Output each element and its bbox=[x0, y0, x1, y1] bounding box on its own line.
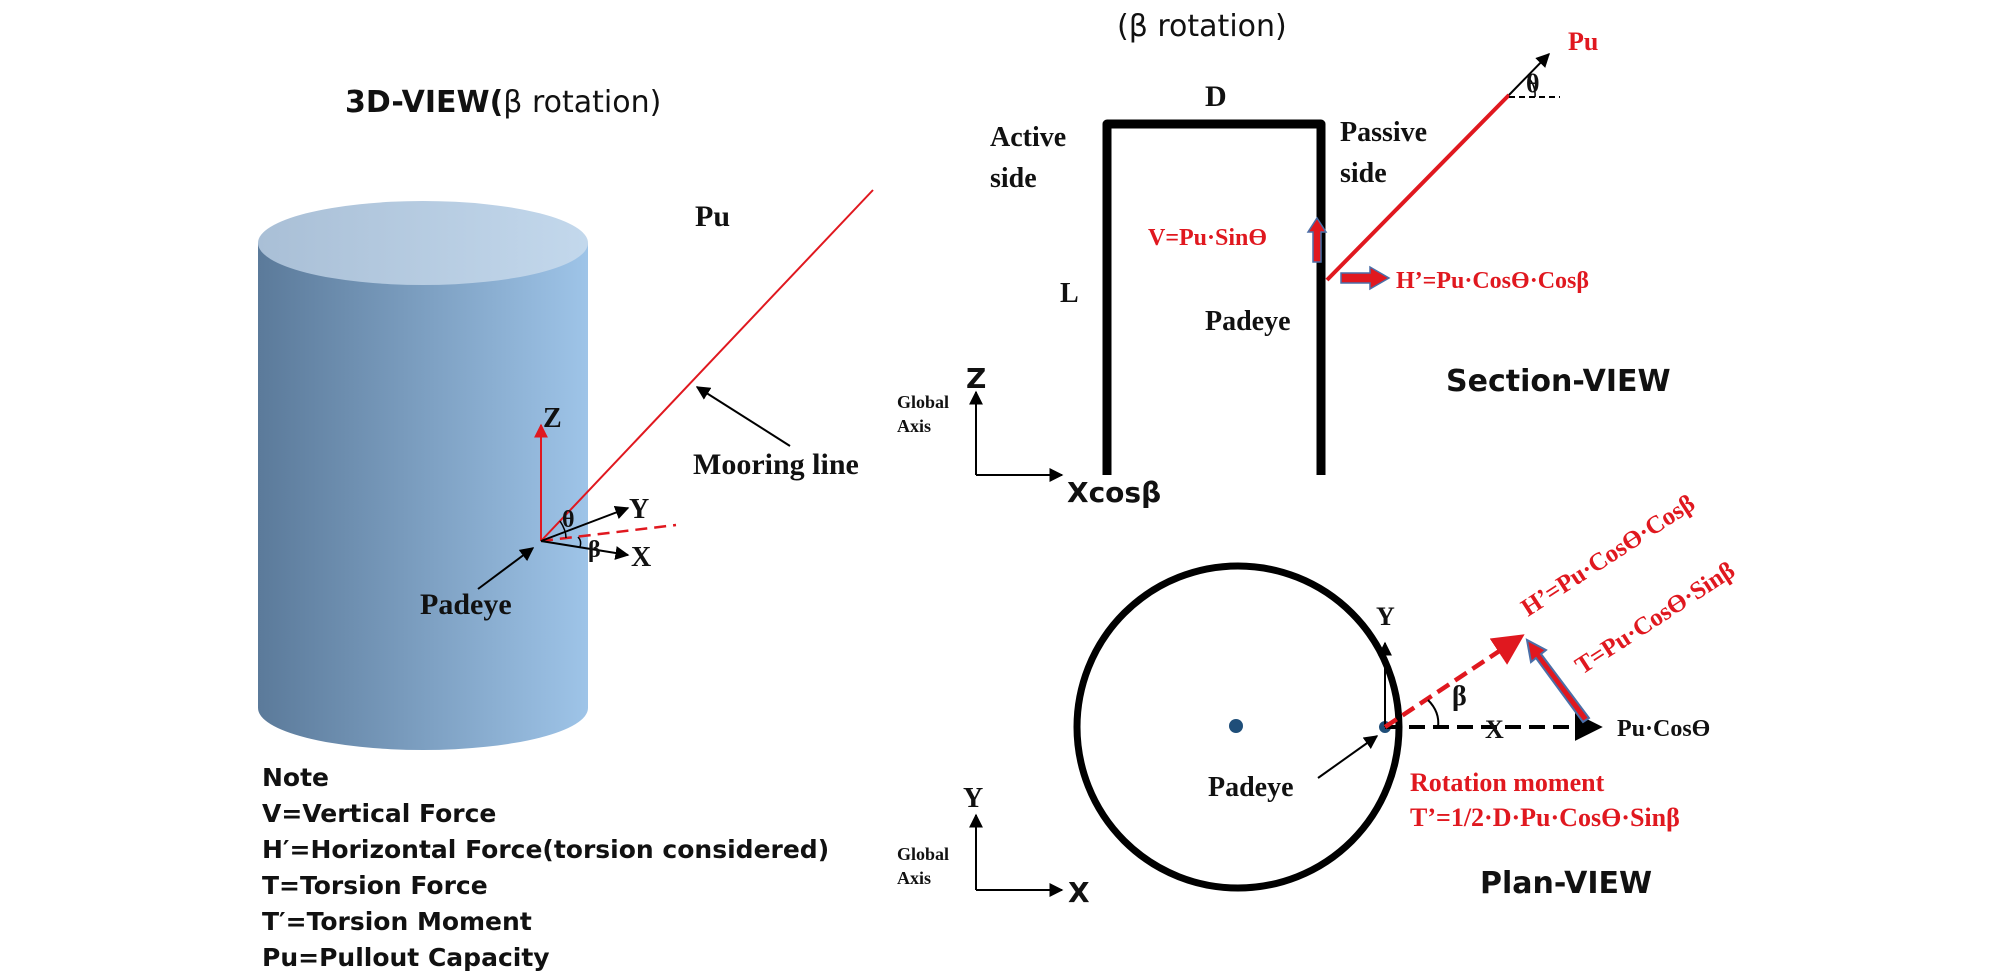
t-force-arrow bbox=[1525, 638, 1591, 724]
note-line: H′=Horizontal Force(torsion considered) bbox=[262, 835, 830, 864]
section-global-axis-label: Global Axis bbox=[897, 392, 954, 436]
mooring-pointer-arrow bbox=[695, 386, 791, 447]
caisson-cylinder bbox=[258, 201, 588, 750]
x-label-3d: X bbox=[631, 542, 651, 573]
h-force-label: H’=Pu·Cosϴ·Cosβ bbox=[1396, 268, 1589, 294]
note-legend: Note V=Vertical Force H′=Horizontal Forc… bbox=[262, 760, 829, 976]
y-axis-3d bbox=[540, 505, 630, 542]
padeye-label-3d: Padeye bbox=[420, 588, 512, 621]
padeye-pointer-arrow-3d bbox=[477, 547, 535, 590]
note-line: T=Torsion Force bbox=[262, 871, 488, 900]
section-pu-line bbox=[1325, 93, 1511, 282]
passive-side-label: Passive side bbox=[1340, 117, 1434, 189]
x-dashed-projection bbox=[540, 523, 677, 543]
section-padeye-label: Padeye bbox=[1205, 306, 1291, 337]
plan-beta-arc bbox=[1427, 699, 1440, 728]
beta-label-3d: β bbox=[588, 537, 601, 563]
pu-label: Pu bbox=[695, 200, 730, 233]
section-l-label: L bbox=[1060, 278, 1079, 309]
section-pu-arrow bbox=[1508, 52, 1550, 96]
plan-padeye-label: Padeye bbox=[1208, 772, 1294, 803]
plan-center-dot bbox=[1229, 719, 1243, 733]
plan-global-axis-label: Global Axis bbox=[897, 844, 954, 888]
theta-arc-section bbox=[1527, 76, 1536, 98]
section-theta-label: θ bbox=[1526, 69, 1540, 98]
rotation-moment-label: Rotation moment bbox=[1410, 768, 1605, 797]
z-label-3d: Z bbox=[543, 403, 562, 434]
v-force-label: V=Pu·Sinϴ bbox=[1148, 225, 1267, 251]
note-line: Pu=Pullout Capacity bbox=[262, 943, 550, 972]
theta-label-3d: θ bbox=[562, 507, 575, 533]
plan-local-x-label: X bbox=[1485, 715, 1504, 744]
plan-global-y-label: Y bbox=[963, 783, 983, 814]
section-view-title: Section-VIEW bbox=[1446, 364, 1671, 399]
section-global-x-label: Xcosβ bbox=[1067, 476, 1161, 509]
plan-h-dashed-arrow bbox=[1383, 634, 1525, 729]
note-heading: Note bbox=[262, 763, 330, 792]
view-3d: 3D-VIEW(β rotation) Pu Mooring line Z Y … bbox=[258, 85, 874, 750]
x-axis-3d bbox=[540, 540, 630, 560]
active-side-label: Active side bbox=[990, 122, 1073, 194]
h-force-arrow bbox=[1340, 265, 1391, 291]
plan-view-title: Plan-VIEW bbox=[1480, 866, 1652, 901]
theta-arc-3d bbox=[559, 520, 567, 539]
section-global-z-label: Z bbox=[966, 362, 986, 395]
plan-global-x-label: X bbox=[1068, 876, 1090, 909]
caisson-section-outline bbox=[1102, 119, 1326, 475]
beta-arc-3d bbox=[577, 536, 582, 548]
section-d-label: D bbox=[1205, 80, 1227, 113]
plan-padeye-pointer-arrow bbox=[1317, 735, 1379, 779]
section-header: (β rotation) bbox=[1117, 9, 1287, 44]
y-label-3d: Y bbox=[629, 494, 649, 525]
mooring-line-label: Mooring line bbox=[693, 448, 859, 481]
note-line: V=Vertical Force bbox=[262, 799, 497, 828]
rotation-moment-formula: T’=1/2·D·Pu·Cosϴ·Sinβ bbox=[1410, 803, 1680, 832]
plan-beta-label: β bbox=[1452, 681, 1467, 712]
note-line: T′=Torsion Moment bbox=[262, 907, 532, 936]
section-pu-label: Pu bbox=[1568, 27, 1598, 56]
mooring-line bbox=[540, 189, 874, 542]
view3d-title: 3D-VIEW(β rotation) bbox=[345, 85, 661, 120]
pucos-label: Pu·Cosϴ bbox=[1617, 716, 1710, 742]
plan-view: Y X Pu·Cosϴ β H’=Pu·Cosϴ·Cosβ T=Pu·Cosϴ·… bbox=[897, 490, 1740, 909]
plan-local-y-label: Y bbox=[1376, 602, 1395, 631]
v-force-arrow bbox=[1306, 216, 1328, 263]
section-view: (β rotation) D Active side Passive side … bbox=[897, 9, 1671, 509]
